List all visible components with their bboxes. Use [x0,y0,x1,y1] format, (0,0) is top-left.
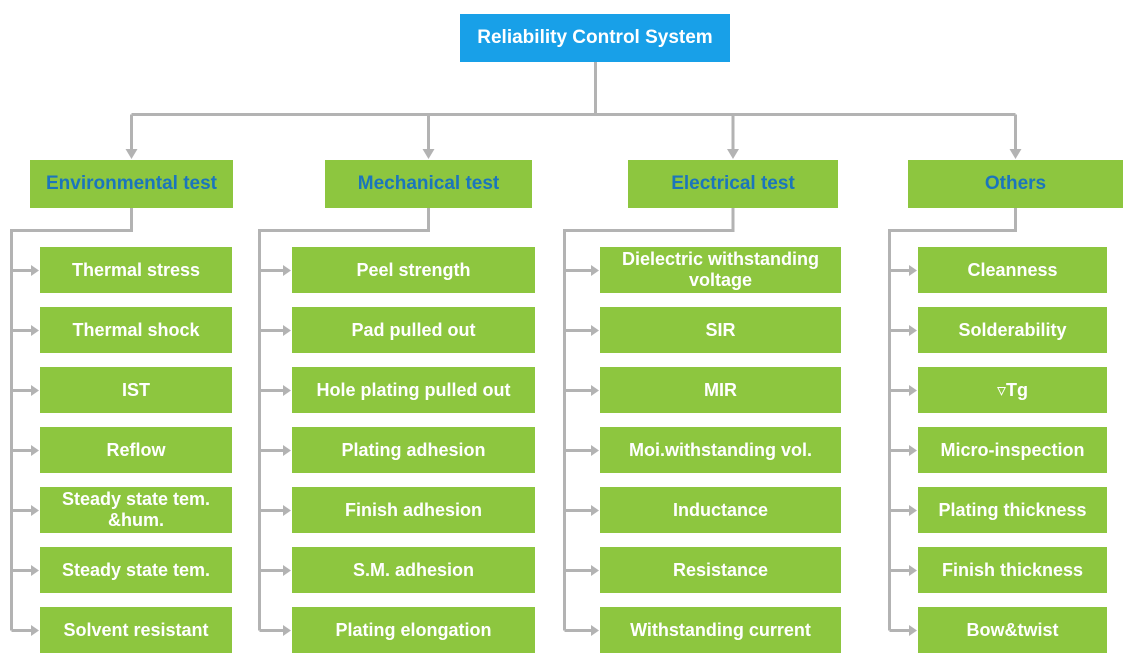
leaf-node: Plating thickness [918,487,1107,533]
leaf-node: Hole plating pulled out [292,367,535,413]
leaf-node: Inductance [600,487,841,533]
branch-header-environmental-test: Environmental test [30,160,233,208]
leaf-node: Dielectric withstanding voltage [600,247,841,293]
root-node: Reliability Control System [460,14,730,62]
leaf-node: Cleanness [918,247,1107,293]
leaf-node: Solderability [918,307,1107,353]
leaf-node: Withstanding current [600,607,841,653]
leaf-node: ▿Tg [918,367,1107,413]
leaf-node: Plating adhesion [292,427,535,473]
leaf-node: IST [40,367,232,413]
leaf-node: Micro-inspection [918,427,1107,473]
branch-header-mechanical-test: Mechanical test [325,160,532,208]
leaf-node: Thermal shock [40,307,232,353]
branch-header-electrical-test: Electrical test [628,160,838,208]
leaf-node: MIR [600,367,841,413]
leaf-node: Steady state tem. &hum. [40,487,232,533]
leaf-node: Reflow [40,427,232,473]
leaf-node: Resistance [600,547,841,593]
leaf-node: S.M. adhesion [292,547,535,593]
leaf-node: Pad pulled out [292,307,535,353]
leaf-node: Moi.withstanding vol. [600,427,841,473]
leaf-node: Thermal stress [40,247,232,293]
leaf-node: Peel strength [292,247,535,293]
leaf-node: Solvent resistant [40,607,232,653]
leaf-node: Plating elongation [292,607,535,653]
leaf-node: Bow&twist [918,607,1107,653]
branch-header-others: Others [908,160,1123,208]
leaf-node: Steady state tem. [40,547,232,593]
leaf-node: Finish adhesion [292,487,535,533]
leaf-node: SIR [600,307,841,353]
leaf-node: Finish thickness [918,547,1107,593]
